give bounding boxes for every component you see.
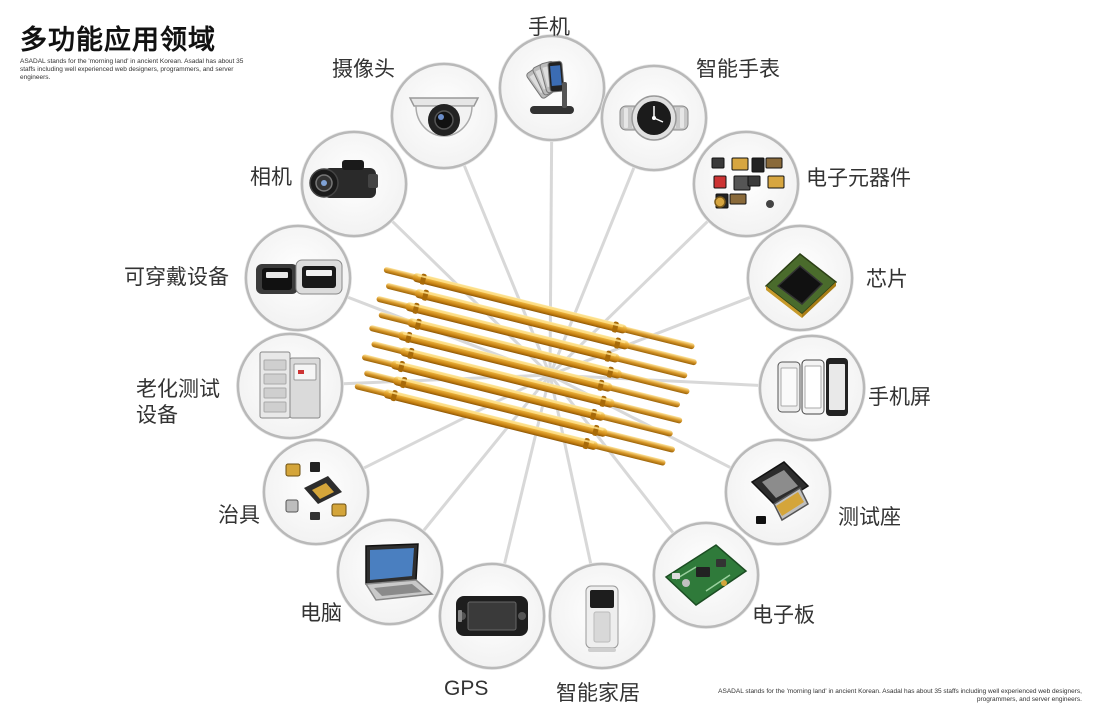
pogo-pin	[383, 267, 695, 350]
pogo-pin	[362, 354, 673, 437]
smartwatch-band-icon	[256, 259, 343, 295]
node-laptop	[336, 518, 444, 626]
phone-screens-icon	[777, 358, 848, 416]
camcorder-icon	[309, 160, 378, 198]
pogo-pin-bundle	[354, 267, 697, 466]
pogo-pin	[386, 283, 697, 366]
application-circles	[236, 34, 866, 670]
node-wearable	[244, 224, 352, 332]
laptop-icon	[364, 543, 434, 601]
node-security-camera	[390, 62, 498, 170]
node-test-socket	[724, 438, 832, 546]
label-circuit-board: 电子板	[752, 603, 815, 627]
label-components: 电子元器件	[806, 166, 911, 190]
node-circuit-board	[652, 521, 760, 629]
header-description: ASADAL stands for the 'morning land' in …	[20, 58, 244, 81]
gps-device-icon	[456, 596, 528, 636]
dome-camera-icon	[408, 97, 480, 137]
chip-icon	[764, 253, 838, 318]
aging-cabinet-icon	[259, 351, 321, 419]
footer-description: ASADAL stands for the 'morning land' in …	[718, 688, 1082, 703]
node-phone-screen	[758, 334, 866, 442]
electronic-components-icon	[711, 157, 785, 209]
node-phone	[498, 34, 606, 142]
pogo-pin	[376, 296, 688, 379]
pogo-pin	[354, 383, 666, 466]
label-security-camera: 摄像头	[332, 57, 395, 81]
node-smartwatch	[600, 64, 708, 172]
label-phone: 手机	[528, 15, 570, 39]
label-gps: GPS	[444, 677, 489, 700]
label-smartwatch: 智能手表	[696, 57, 780, 81]
label-phone-screen: 手机屏	[868, 385, 931, 409]
label-camera: 相机	[250, 165, 292, 189]
label-test-socket: 测试座	[838, 505, 901, 529]
node-aging-equipment	[236, 332, 344, 440]
label-aging-equipment: 老化测试设备	[136, 377, 220, 427]
pogo-pin	[378, 312, 690, 395]
page-title: 多功能应用领域	[20, 25, 216, 56]
label-wearable: 可穿戴设备	[124, 265, 229, 289]
node-components	[692, 130, 800, 238]
phone-stand-icon	[526, 60, 574, 114]
node-camera	[300, 130, 408, 238]
wristwatch-icon	[619, 95, 689, 141]
label-laptop: 电脑	[300, 601, 342, 625]
circuit-board-icon	[664, 544, 748, 606]
pogo-pin	[371, 341, 683, 424]
label-fixture: 治具	[218, 503, 260, 527]
smart-home-device-icon	[585, 585, 619, 652]
node-fixture	[262, 438, 370, 546]
label-chip: 芯片	[866, 267, 908, 291]
fixture-parts-icon	[285, 462, 347, 520]
label-smart-home: 智能家居	[556, 681, 640, 705]
node-chip	[746, 224, 854, 332]
node-smart-home	[548, 562, 656, 670]
node-gps	[438, 562, 546, 670]
test-socket-icon	[750, 461, 810, 524]
pogo-pin	[364, 370, 675, 453]
pogo-pin	[369, 325, 680, 408]
